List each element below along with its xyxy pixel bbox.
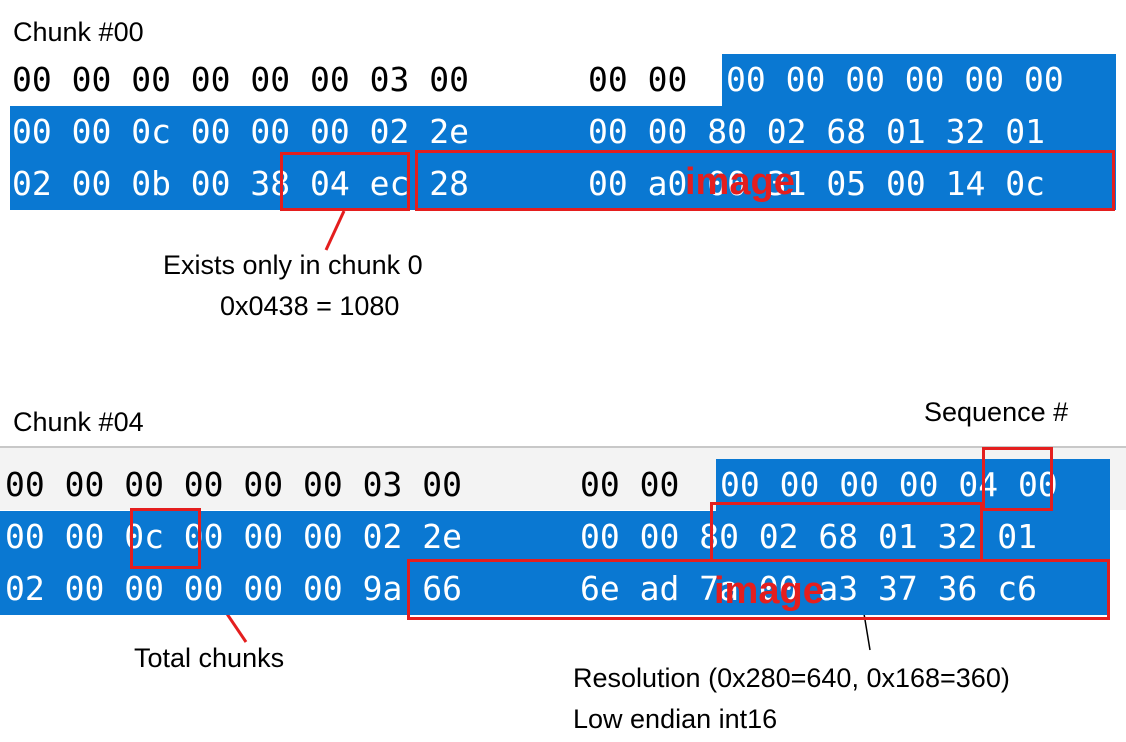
highlight-width-bytes (280, 152, 410, 211)
image-label: image (685, 161, 795, 203)
hex-cells-selected: 00 00 00 00 04 00 (720, 465, 1058, 504)
chunk4-row-1: 00 00 0c 00 00 00 02 2e 00 00 80 02 68 0… (0, 511, 1110, 563)
hex-cells-selected: 02 00 00 00 00 00 9a 66 (5, 569, 482, 608)
hex-cells-selected: 00 00 0c 00 00 00 02 2e (5, 517, 482, 556)
connector-chunk0-width (324, 210, 346, 251)
hex-cells-selected: 00 00 80 02 68 01 32 01 (588, 112, 1045, 151)
highlight-image-bytes (407, 559, 1110, 620)
hex-cells-selected: 00 00 00 00 00 00 (726, 60, 1064, 99)
highlight-sequence-byte (982, 447, 1053, 511)
hex-cells: 00 00 00 00 00 00 03 00 (12, 60, 489, 99)
hex-cells-selected: 00 00 80 02 68 01 32 01 (580, 517, 1037, 556)
chunk0-row-2: 02 00 0b 00 38 04 ec 28 00 a0 00 31 05 0… (0, 158, 1116, 210)
chunk4-row-0: 00 00 00 00 00 00 03 00 00 00 00 00 00 0… (0, 459, 1110, 511)
highlight-resolution-bytes (710, 502, 983, 562)
sequence-label: Sequence # (924, 397, 1069, 427)
total-chunks-label: Total chunks (134, 643, 285, 673)
chunk0-title: Chunk #00 (13, 17, 144, 47)
annotation-exists-only: Exists only in chunk 0 (163, 250, 423, 280)
hex-cells-selected: 6e ad 7a 00 a3 37 36 c6 (580, 569, 1037, 608)
hex-cells: 00 00 00 00 00 00 03 00 (5, 465, 482, 504)
resolution-label: Resolution (0x280=640, 0x168=360) (573, 663, 1010, 693)
chunk0-row-0: 00 00 00 00 00 00 03 00 00 00 00 00 00 0… (0, 54, 1116, 106)
hex-cells: 00 00 (580, 465, 700, 504)
annotation-width-value: 0x0438 = 1080 (220, 291, 400, 321)
highlight-image-bytes (415, 150, 1115, 211)
highlight-total-chunks-byte (130, 508, 201, 569)
hex-cells-selected: 02 00 0b 00 38 04 ec 28 (12, 164, 489, 203)
hex-cells: 00 00 (588, 60, 708, 99)
chunk0-row-1: 00 00 0c 00 00 00 02 2e 00 00 80 02 68 0… (0, 106, 1116, 158)
chunk4-title: Chunk #04 (13, 407, 144, 437)
chunk4-row-2: 02 00 00 00 00 00 9a 66 6e ad 7a 00 a3 3… (0, 563, 1110, 615)
endianness-label: Low endian int16 (573, 704, 778, 734)
hex-cells-selected: 00 a0 00 31 05 00 14 0c (588, 164, 1045, 203)
image-label: image (714, 570, 824, 612)
hex-cells-selected: 00 00 0c 00 00 00 02 2e (12, 112, 489, 151)
